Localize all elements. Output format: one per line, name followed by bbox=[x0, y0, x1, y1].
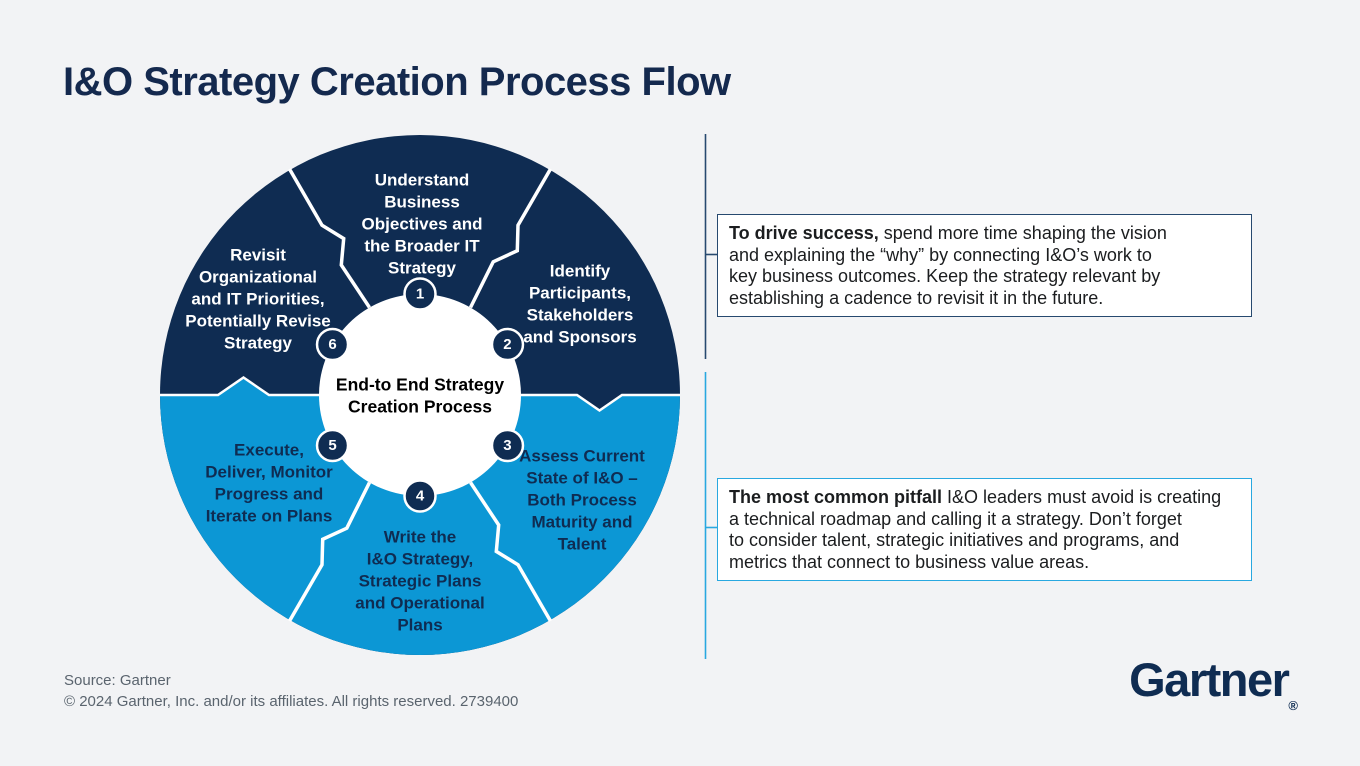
callout-line: to consider talent, strategic initiative… bbox=[729, 530, 1180, 550]
step-badge-number: 6 bbox=[328, 336, 336, 353]
step-badge-number: 2 bbox=[503, 336, 511, 353]
step-badge-number: 3 bbox=[503, 437, 511, 454]
step-badge-1 bbox=[403, 277, 437, 311]
step-badge-number: 5 bbox=[328, 437, 336, 454]
segment-separator bbox=[287, 481, 372, 622]
step-badge-number: 1 bbox=[416, 285, 424, 302]
step-badge-number: 4 bbox=[416, 487, 425, 504]
callout-line: To drive success, spend more time shapin… bbox=[729, 223, 1167, 243]
copyright-note: © 2024 Gartner, Inc. and/or its affiliat… bbox=[64, 693, 519, 710]
segment-separator bbox=[287, 168, 371, 309]
step-badge-3 bbox=[490, 428, 525, 463]
segment-separator bbox=[468, 168, 553, 309]
callout-drive-success: To drive success, spend more time shapin… bbox=[717, 214, 1252, 317]
step-badge-6 bbox=[315, 327, 350, 362]
callout-line: metrics that connect to business value a… bbox=[729, 551, 1090, 572]
segment-separator bbox=[469, 481, 553, 622]
callout-line: and explaining the “why” by connecting I… bbox=[729, 244, 1152, 265]
callout-line: The most common pitfall I&O leaders must… bbox=[729, 487, 1222, 507]
step-badge-2 bbox=[490, 327, 525, 362]
source-note: Source: Gartner bbox=[64, 672, 171, 689]
step-badge-5 bbox=[315, 428, 350, 463]
circle-bottom-half bbox=[160, 377, 680, 655]
callout-line: key business outcomes. Keep the strategy… bbox=[729, 266, 1161, 286]
footer: Source: Gartner © 2024 Gartner, Inc. and… bbox=[64, 670, 518, 712]
registered-mark: ® bbox=[1288, 698, 1298, 713]
callout-line: a technical roadmap and calling it a str… bbox=[729, 508, 1182, 529]
gartner-logo: Gartner® bbox=[1129, 653, 1298, 713]
callout-line: establishing a cadence to revisit it in … bbox=[729, 287, 1104, 308]
callout-common-pitfall: The most common pitfall I&O leaders must… bbox=[717, 478, 1252, 581]
page-title: I&O Strategy Creation Process Flow bbox=[63, 60, 731, 104]
callout-lead: The most common pitfall bbox=[729, 487, 943, 507]
callout-lead: To drive success, bbox=[729, 223, 879, 243]
center-circle bbox=[319, 294, 521, 496]
step-badge-4 bbox=[403, 479, 437, 513]
